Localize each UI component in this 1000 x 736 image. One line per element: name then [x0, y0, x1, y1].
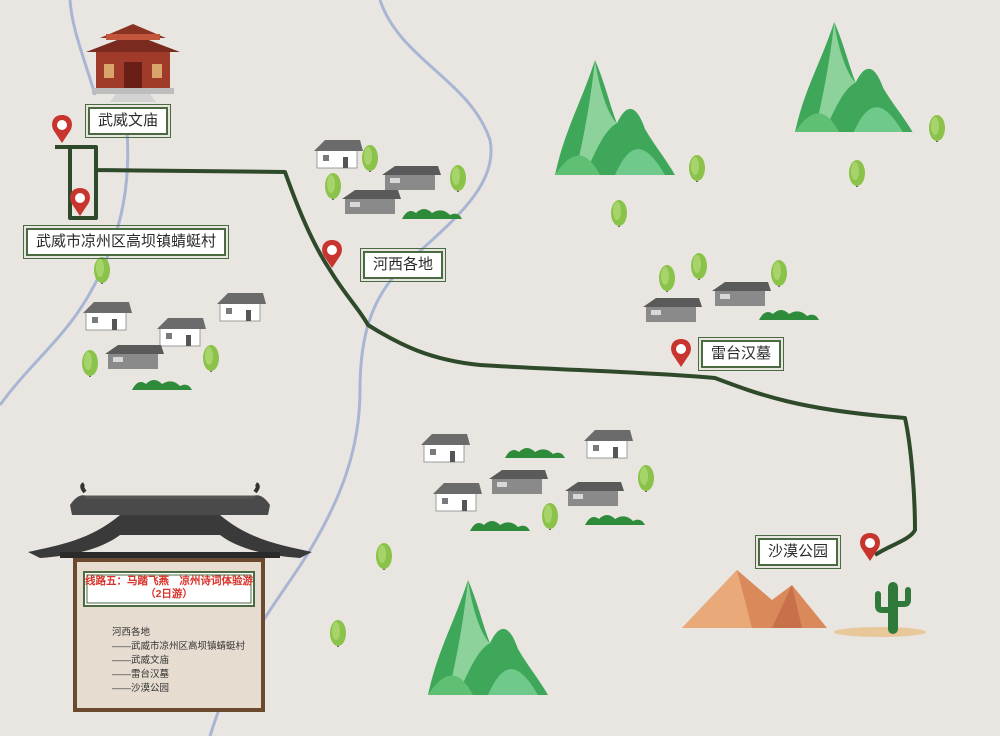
sand-patch	[834, 627, 926, 637]
route-stop: ——武威文庙	[112, 655, 170, 666]
temple-icon	[86, 24, 180, 102]
label-qingting-village[interactable]: 武威市凉州区高坝镇蜻蜓村	[22, 225, 230, 259]
route-subtitle: （2日游）	[145, 588, 193, 600]
route-title: 线路五：马踏飞燕 凉州诗词体验游	[85, 575, 253, 587]
label-leitai-hanmu[interactable]: 雷台汉墓	[697, 337, 785, 371]
route-panel-title: 线路五：马踏飞燕 凉州诗词体验游 （2日游）	[84, 575, 254, 601]
mountain-icon	[555, 60, 675, 175]
pavilion-roof-icon	[28, 482, 312, 558]
river-north	[68, 0, 97, 96]
label-hexi[interactable]: 河西各地	[359, 248, 447, 282]
map-pin-icon	[671, 339, 691, 367]
route-stop: ——雷台汉墓	[112, 669, 170, 680]
mountain-icon	[428, 580, 548, 695]
route-panel-title-box	[83, 571, 255, 607]
route-stop: ——沙漠公园	[112, 683, 170, 694]
label-desert-park[interactable]: 沙漠公园	[754, 535, 842, 569]
map-pin-icon	[860, 533, 880, 561]
cactus-icon	[875, 582, 911, 634]
map-pin-icon	[70, 188, 90, 216]
map-pin-icon	[52, 115, 72, 143]
label-wuwei-wenmiao[interactable]: 武威文庙	[84, 104, 172, 138]
desert-dune-icon	[682, 570, 827, 628]
houses	[82, 139, 771, 512]
route-stop: 河西各地	[112, 627, 151, 638]
route-panel-title-box-inner	[86, 574, 252, 604]
route-stop-list: 河西各地 ——武威市凉州区高坝镇蜻蜓村 ——武威文庙 ——雷台汉墓 ——沙漠公园	[112, 626, 245, 696]
route-stop: ——武威市凉州区高坝镇蜻蜓村	[112, 641, 246, 652]
mountain-icon	[795, 22, 913, 132]
bushes	[132, 209, 819, 531]
tour-route-line	[55, 145, 917, 557]
